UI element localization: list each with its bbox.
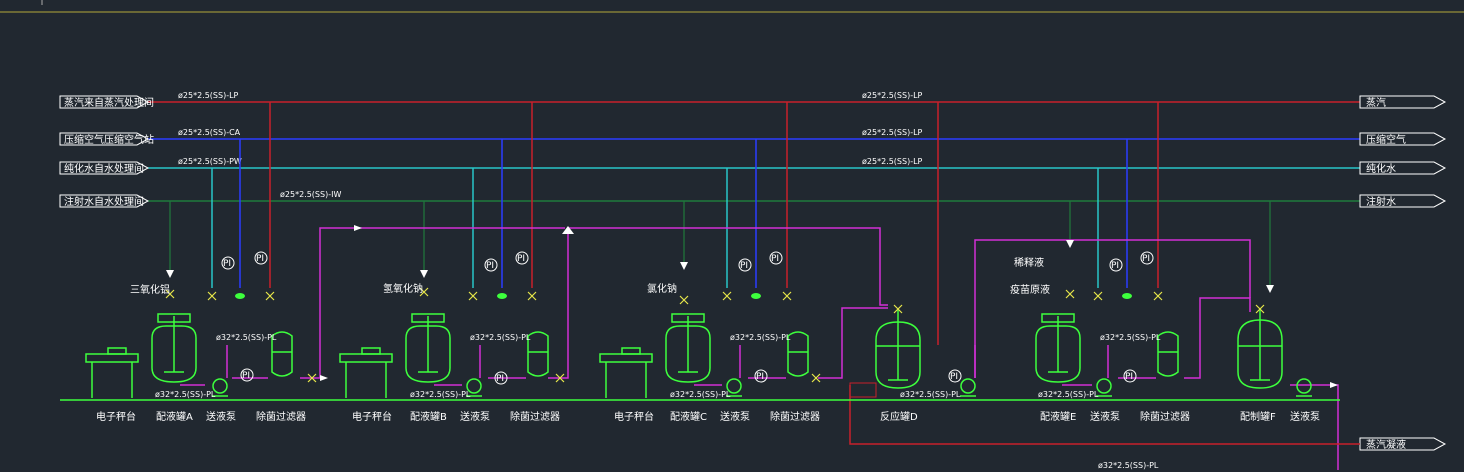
label-filter-b: 除菌过滤器	[510, 410, 560, 423]
pi-label-a2: PI	[256, 254, 264, 264]
scale-b	[339, 347, 393, 398]
label-scale-b: 电子秤台	[352, 410, 392, 423]
reactor-d	[875, 310, 921, 389]
tank-e	[1035, 313, 1081, 383]
pipe-spec-pl-d-bottom: ø32*2.5(SS)-PL	[900, 390, 961, 399]
valves	[165, 287, 1265, 383]
chemical-label-diluent: 稀释液	[1014, 256, 1044, 269]
label-pump-f: 送液泵	[1290, 410, 1320, 423]
pipe-spec-pl-e-bottom: ø32*2.5(SS)-PL	[1038, 390, 1099, 399]
chemical-label-nacl: 氯化钠	[647, 282, 677, 295]
pipe-spec-pl-b-top: ø32*2.5(SS)-PL	[470, 333, 531, 342]
pi-label-a1: PI	[223, 259, 231, 269]
source-flag-wfi: 注射水自水处理间	[59, 194, 150, 208]
pi-label-b1: PI	[486, 261, 494, 271]
pi-label-e3: PI	[1125, 372, 1133, 382]
filter-c	[787, 331, 809, 377]
source-flag-steam: 蒸汽来自蒸汽处理间	[59, 95, 154, 109]
source-label-air: 压缩空气压缩空气站	[64, 133, 154, 146]
outlet-flag-air: 压缩空气	[1359, 132, 1447, 146]
label-tank-b: 配液罐B	[410, 410, 447, 423]
pipe-spec-pl-c-top: ø32*2.5(SS)-PL	[730, 333, 791, 342]
air-drops	[239, 139, 1128, 288]
pi-label-d1: PI	[950, 372, 958, 382]
scale-c	[599, 347, 653, 398]
pumps	[212, 378, 1312, 397]
label-pump-e: 送液泵	[1090, 410, 1120, 423]
label-filter-a: 除菌过滤器	[256, 410, 306, 423]
pipe-spec-pl-c-bottom: ø32*2.5(SS)-PL	[670, 390, 731, 399]
tank-b	[405, 313, 451, 383]
outlet-label-drain: 蒸汽凝液	[1366, 438, 1406, 451]
drain-trap-box	[849, 382, 877, 398]
wfi-drops	[169, 201, 1271, 285]
outlet-label-pw: 纯化水	[1366, 162, 1396, 175]
pipe-spec-pl-drain: ø32*2.5(SS)-PL	[1098, 461, 1159, 470]
chemical-label-naoh: 氢氧化钠	[383, 282, 423, 295]
source-flag-air: 压缩空气压缩空气站	[59, 132, 154, 146]
outlet-flag-drain: 蒸汽凝液	[1359, 437, 1447, 451]
pi-label-c3: PI	[756, 372, 764, 382]
pipe-spec-pw-left: ø25*2.5(SS)-PW	[178, 157, 242, 166]
pipe-spec-pw-right: ø25*2.5(SS)-LP	[862, 157, 923, 166]
scale-a	[85, 347, 139, 398]
pipe-spec-steam-left: ø25*2.5(SS)-LP	[178, 91, 239, 100]
label-scale-a: 电子秤台	[96, 410, 136, 423]
outlet-label-steam: 蒸汽	[1366, 96, 1386, 109]
pipe-spec-steam-right: ø25*2.5(SS)-LP	[862, 91, 923, 100]
pi-label-e2: PI	[1142, 254, 1150, 264]
source-label-pw: 纯化水自水处理间	[64, 162, 144, 175]
pipe-spec-air-left: ø25*2.5(SS)-CA	[178, 128, 241, 137]
pi-labels: PI PI PI PI PI PI PI PI PI PI PI PI PI	[223, 254, 1150, 384]
pi-label-a3: PI	[242, 371, 250, 381]
source-label-steam: 蒸汽来自蒸汽处理间	[64, 96, 154, 109]
pi-label-c2: PI	[771, 254, 779, 264]
label-filter-e: 除菌过滤器	[1140, 410, 1190, 423]
green-regulators	[235, 293, 1132, 299]
tank-f	[1237, 308, 1283, 389]
pi-label-c1: PI	[740, 261, 748, 271]
outlet-label-air: 压缩空气	[1366, 133, 1406, 146]
label-tank-f: 配制罐F	[1240, 410, 1276, 423]
pi-label-b3: PI	[496, 374, 504, 384]
source-flag-pw: 纯化水自水处理间	[59, 161, 150, 175]
source-label-wfi: 注射水自水处理间	[64, 195, 144, 208]
pi-label-e1: PI	[1111, 261, 1119, 271]
label-reactor-d: 反应罐D	[880, 410, 918, 423]
pipe-spec-air-right: ø25*2.5(SS)-LP	[862, 128, 923, 137]
tank-a	[151, 313, 197, 383]
process-lines	[180, 227, 1339, 470]
pipe-spec-pl-e-top: ø32*2.5(SS)-PL	[1100, 333, 1161, 342]
steam-condensate-pipe	[849, 385, 1360, 445]
chemical-label-alumina: 三氧化铝	[130, 283, 170, 296]
chemical-label-vaccine: 疫苗原液	[1010, 283, 1050, 296]
steam-drops	[269, 102, 1159, 345]
label-pump-a: 送液泵	[206, 410, 236, 423]
label-tank-e: 配液罐E	[1040, 410, 1076, 423]
filter-b	[527, 331, 549, 377]
label-tank-c: 配液罐C	[670, 410, 707, 423]
pipe-spec-pl-b-bottom: ø32*2.5(SS)-PL	[410, 390, 471, 399]
pi-label-b2: PI	[517, 254, 525, 264]
label-pump-b: 送液泵	[460, 410, 490, 423]
label-filter-c: 除菌过滤器	[770, 410, 820, 423]
flow-arrows	[166, 225, 1338, 388]
outlet-flag-pw: 纯化水	[1359, 161, 1447, 175]
outlet-label-wfi: 注射水	[1366, 195, 1396, 208]
pipe-spec-wfi-left: ø25*2.5(SS)-IW	[280, 190, 341, 199]
filter-a	[271, 331, 293, 377]
outlet-flag-steam: 蒸汽	[1359, 95, 1447, 109]
label-tank-a: 配液罐A	[156, 410, 193, 423]
pressure-indicators	[221, 251, 1154, 385]
outlet-flag-wfi: 注射水	[1359, 194, 1447, 208]
label-pump-c: 送液泵	[720, 410, 750, 423]
pipe-spec-pl-a-bottom: ø32*2.5(SS)-PL	[155, 390, 216, 399]
tank-c	[665, 313, 711, 383]
label-scale-c: 电子秤台	[614, 410, 654, 423]
filter-e	[1157, 331, 1179, 377]
pipe-spec-pl-a-top: ø32*2.5(SS)-PL	[216, 333, 277, 342]
